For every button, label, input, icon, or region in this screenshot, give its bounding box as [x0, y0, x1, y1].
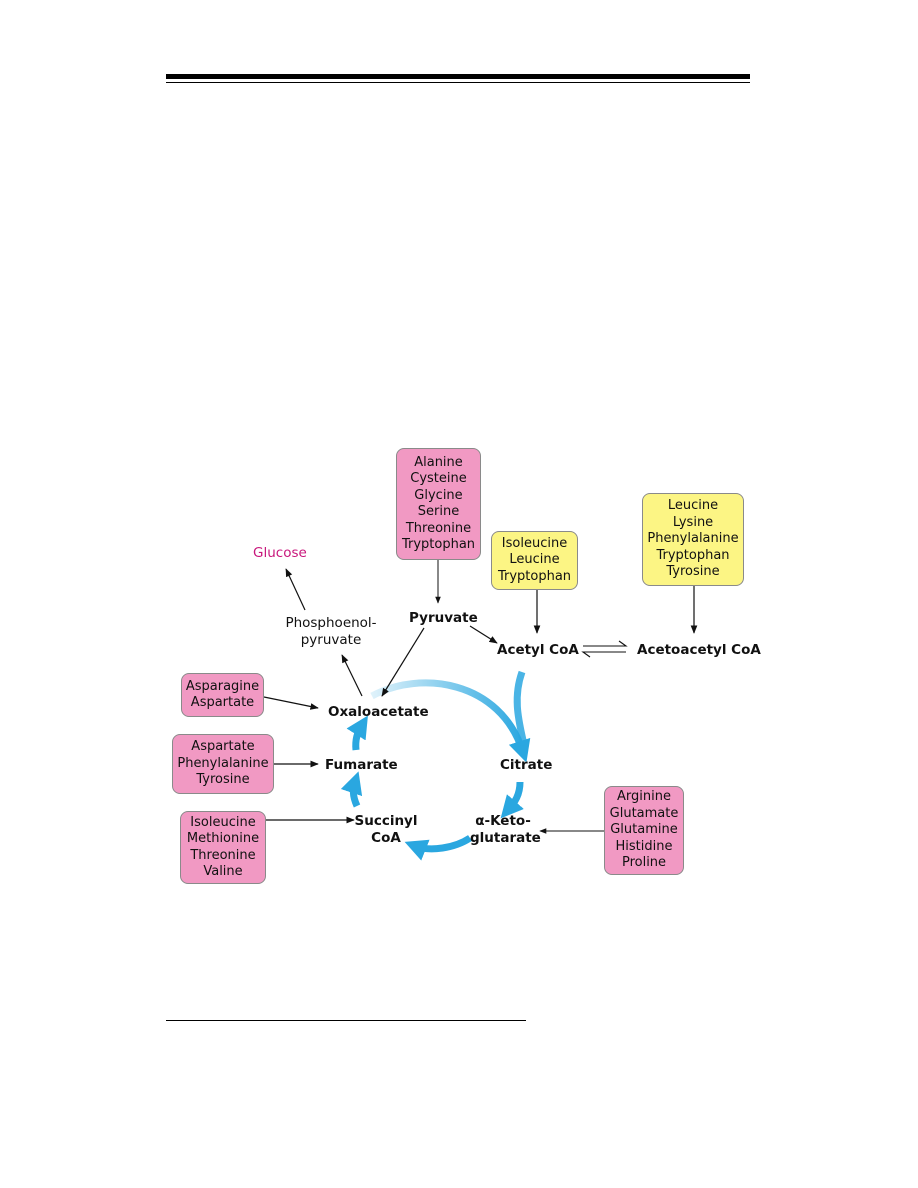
cycle-arrow-oaa-citrate: [370, 679, 531, 763]
amino-acid-label: Histidine: [615, 838, 673, 854]
amino-acid-label: Alanine: [414, 454, 463, 470]
amino-acid-label: Isoleucine: [190, 814, 256, 830]
arrow-pep-glucose: [285, 568, 306, 611]
amino-acid-label: Arginine: [617, 789, 671, 805]
alpha-ketoglutarate-amino-acids-box: Arginine Glutamate Glutamine Histidine P…: [604, 786, 684, 875]
pyruvate-amino-acids-box: Alanine Cysteine Glycine Serine Threonin…: [396, 448, 481, 560]
pyruvate-label: Pyruvate: [409, 610, 478, 626]
amino-acid-label: Methionine: [186, 831, 260, 846]
acetoacetyl-coa-amino-acids-box: Leucine Lysine Phenylalanine Tryptophan …: [642, 493, 744, 586]
header-rule: [166, 74, 750, 79]
succinyl-coa-amino-acids-box: Isoleucine Methionine Threonine Valine: [180, 811, 266, 884]
acetyl-coa-amino-acids-box: Isoleucine Leucine Tryptophan: [491, 531, 578, 590]
amino-acid-label: Phenylalanine: [647, 531, 739, 547]
amino-acid-label: Tryptophan: [497, 568, 572, 584]
acetyl-coa-label: Acetyl CoA: [497, 642, 579, 658]
arrow-oaa-pep: [341, 654, 363, 697]
amino-acid-label: Asparagine: [185, 678, 260, 694]
cycle-arrow-succinyl-fumarate: [340, 771, 363, 808]
cycle-arrow-akg-succinyl: [404, 834, 472, 861]
alpha-ketoglutarate-label: α-Keto- glutarate: [470, 813, 541, 847]
fumarate-label: Fumarate: [325, 757, 398, 773]
succinyl-line2: CoA: [371, 830, 401, 846]
pep-line1: Phosphoenol-: [285, 615, 377, 631]
citrate-label: Citrate: [500, 757, 553, 773]
amino-acid-label: Aspartate: [190, 695, 255, 710]
amino-acid-label: Glutamate: [609, 805, 679, 821]
header-rule-thin: [166, 82, 750, 83]
amino-acid-label: Lysine: [672, 514, 714, 530]
amino-acid-label: Tryptophan: [656, 547, 730, 563]
arrow-pyruvate-oaa: [381, 627, 425, 697]
cycle-arrow-fumarate-oaa: [346, 715, 368, 751]
fumarate-amino-acids-box: Aspartate Phenylalanine Tyrosine: [172, 734, 274, 794]
oxaloacetate-amino-acids-box: Asparagine Aspartate: [181, 673, 264, 717]
succinyl-coa-label: Succinyl CoA: [352, 813, 420, 847]
equilibrium-arrows: [581, 640, 628, 658]
amino-acid-label: Tyrosine: [196, 772, 250, 788]
oxaloacetate-label: Oxaloacetate: [328, 704, 429, 720]
cycle-arrow-acetyl-citrate: [513, 670, 528, 746]
amino-acid-label: Phenylalanine: [177, 755, 269, 771]
amino-acid-label: Leucine: [667, 498, 719, 514]
amino-acid-label: Glycine: [414, 487, 463, 503]
arrow-aspgroup-oaa: [263, 696, 319, 710]
footnote-rule: [166, 1020, 526, 1021]
acetoacetyl-coa-label: Acetoacetyl CoA: [637, 642, 761, 658]
amino-acid-label: Valine: [203, 864, 243, 879]
amino-acid-label: Tyrosine: [666, 564, 720, 580]
akg-line1: α-Keto-: [475, 813, 531, 829]
amino-acid-label: Aspartate: [191, 739, 255, 755]
amino-acid-label: Serine: [417, 504, 460, 519]
amino-acid-label: Threonine: [405, 520, 472, 536]
arrow-pyruvate-acetyl: [469, 625, 498, 644]
amino-acid-label: Threonine: [190, 847, 256, 863]
succinyl-line1: Succinyl: [354, 813, 418, 829]
amino-acid-label: Glutamine: [610, 822, 678, 838]
pep-line2: pyruvate: [300, 632, 362, 648]
amino-acid-label: Cysteine: [410, 471, 467, 486]
cycle-arrow-citrate-akg: [500, 781, 524, 819]
amino-acid-label: Proline: [621, 855, 667, 871]
phosphoenolpyruvate-label: Phosphoenol- pyruvate: [284, 615, 378, 649]
amino-acid-label: Leucine: [509, 552, 560, 568]
glucose-label: Glucose: [253, 545, 307, 561]
akg-line2: glutarate: [470, 830, 541, 846]
amino-acid-label: Isoleucine: [501, 535, 568, 551]
amino-acid-label: Tryptophan: [401, 537, 476, 552]
